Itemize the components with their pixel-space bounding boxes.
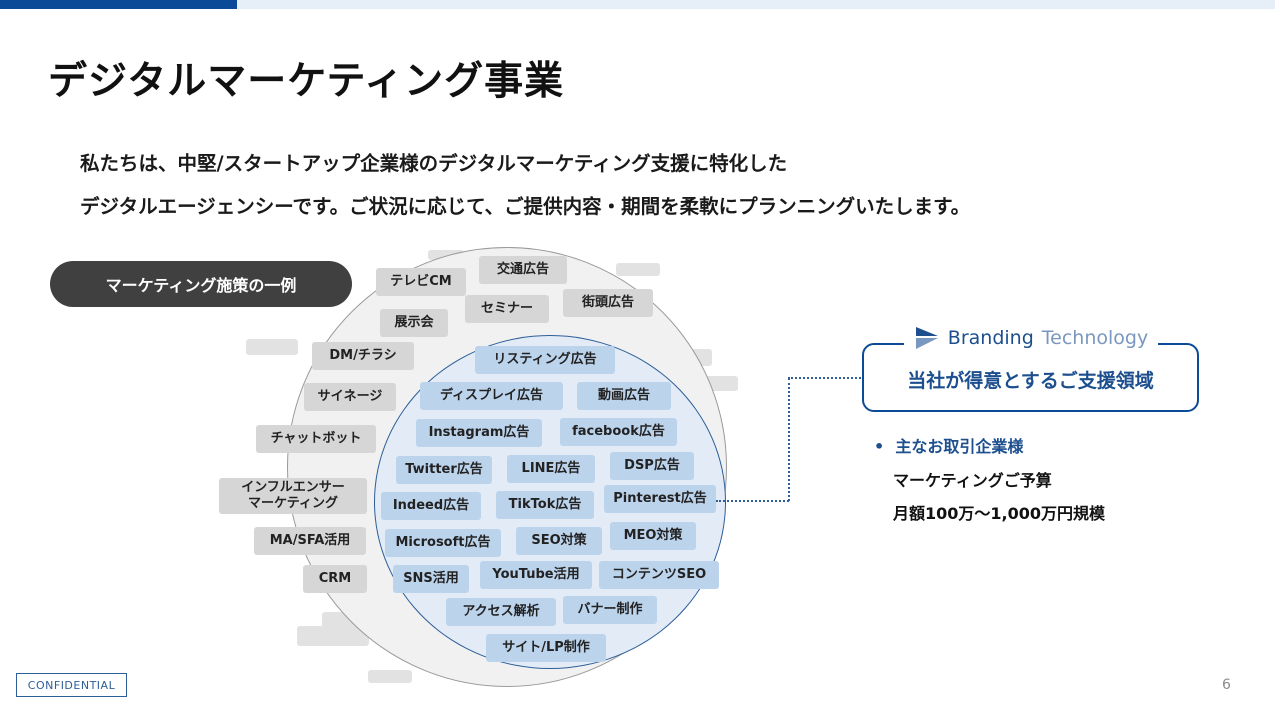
tag-chatbot: チャットボット [256, 425, 376, 453]
tag-listing-ads: リスティング広告 [475, 346, 615, 374]
intro-line-2: デジタルエージェンシーです。ご状況に応じて、ご提供内容・期間を柔軟にプランニング… [80, 195, 971, 218]
tag-indeed-ads: Indeed広告 [381, 492, 481, 520]
tag-display-ads: ディスプレイ広告 [420, 382, 563, 410]
intro-line-1: 私たちは、中堅/スタートアップ企業様のデジタルマーケティング支援に特化した [80, 152, 788, 175]
tag-instagram-ads: Instagram広告 [416, 419, 542, 447]
tag-youtube: YouTube活用 [480, 561, 592, 589]
section-pill: マーケティング施策の一例 [50, 261, 352, 307]
tag-tv-cm: テレビCM [376, 268, 466, 296]
ghost-tag [616, 263, 660, 276]
top-light-bar [237, 0, 1275, 9]
tag-access-analytics: アクセス解析 [446, 598, 556, 626]
brand-word-2: Technology [1041, 327, 1149, 349]
tag-banner: バナー制作 [563, 596, 657, 624]
tag-tiktok-ads: TikTok広告 [496, 491, 594, 519]
tag-signage: サイネージ [304, 383, 396, 411]
tag-line-ads: LINE広告 [507, 455, 595, 483]
ghost-tag [297, 626, 369, 646]
page-number: 6 [1222, 677, 1231, 693]
connector-line [788, 378, 790, 501]
tag-pinterest-ads: Pinterest広告 [604, 485, 716, 513]
tag-microsoft-ads: Microsoft広告 [385, 529, 501, 557]
tag-ma-sfa: MA/SFA活用 [254, 527, 366, 555]
tag-dsp-ads: DSP広告 [610, 452, 694, 480]
clients-heading: • 主なお取引企業様 [874, 437, 1024, 456]
ghost-tag [246, 339, 298, 355]
confidential-badge: CONFIDENTIAL [16, 673, 127, 697]
tag-exhibition: 展示会 [380, 309, 448, 337]
tag-site-lp: サイト/LP制作 [486, 634, 606, 662]
tag-seminar: セミナー [465, 295, 549, 323]
tag-transit-ads: 交通広告 [479, 256, 567, 284]
tag-seo: SEO対策 [516, 527, 602, 555]
clients-heading-text: 主なお取引企業様 [895, 437, 1024, 456]
clients-budget-range: 月額100万～1,000万円規模 [893, 504, 1106, 523]
top-accent-bar [0, 0, 237, 9]
brand-logo: Branding Technology [904, 323, 1158, 353]
tag-crm: CRM [303, 565, 367, 593]
tag-video-ads: 動画広告 [577, 382, 671, 410]
ghost-tag [368, 670, 412, 683]
connector-line [788, 377, 864, 379]
connector-line [716, 500, 789, 502]
page-title: デジタルマーケティング事業 [48, 59, 565, 104]
tag-facebook-ads: facebook広告 [560, 418, 677, 446]
tag-sns: SNS活用 [393, 565, 469, 593]
tag-influencer: インフルエンサー マーケティング [219, 478, 367, 514]
tag-street-ads: 街頭広告 [563, 289, 653, 317]
brand-word-1: Branding [947, 327, 1034, 349]
tag-twitter-ads: Twitter広告 [396, 456, 492, 484]
strength-label: 当社が得意とするご支援領域 [907, 370, 1154, 392]
clients-budget-label: マーケティングご予算 [893, 471, 1052, 490]
brand-arrow-icon [915, 327, 938, 349]
tag-content-seo: コンテンツSEO [599, 561, 719, 589]
tag-dm-flyer: DM/チラシ [312, 342, 414, 370]
tag-meo: MEO対策 [610, 522, 696, 550]
